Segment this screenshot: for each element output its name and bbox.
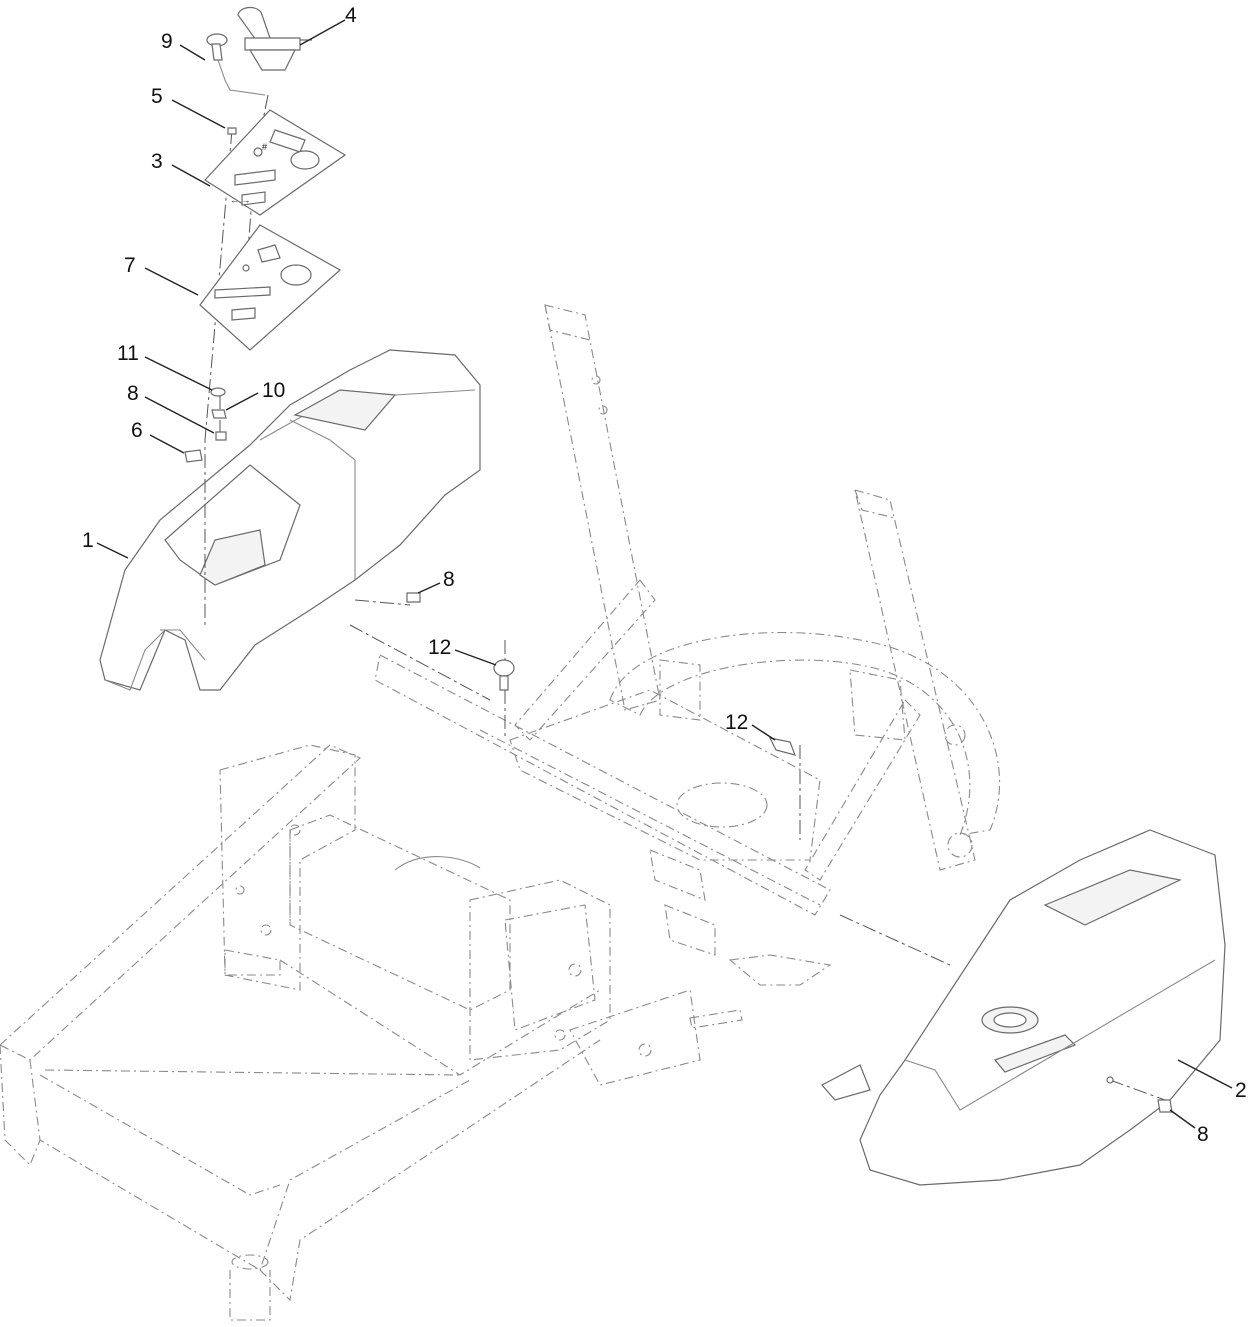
callout-label: 6: [131, 419, 143, 442]
callout-label: 8: [443, 568, 455, 591]
callout-label: 9: [161, 30, 173, 53]
leader-lines: [96, 19, 1233, 1129]
callout-label: 3: [151, 150, 163, 173]
callout-label: 7: [124, 254, 136, 277]
plate-arrows-text: ← →: [230, 195, 251, 205]
callout-label: 11: [117, 342, 139, 365]
right-console-pod: [821, 829, 1226, 1186]
callout-label: 8: [1197, 1123, 1209, 1146]
left-console-pod: [99, 349, 481, 691]
mower-frame: [0, 304, 1001, 1321]
plate-mark-text: #: [262, 142, 267, 152]
callout-label: 8: [127, 382, 139, 405]
callout-label: 12: [725, 711, 748, 734]
callout-label: 4: [345, 4, 357, 27]
callout-label: 1: [82, 529, 94, 552]
exploded-parts: [184, 6, 1173, 1113]
callout-labels: 9 4 5 3 7 11 10 8 6 1 8 12 12 2 8: [82, 4, 1247, 1146]
callout-label: 12: [428, 636, 451, 659]
callout-label: 2: [1235, 1079, 1247, 1102]
callout-label: 5: [151, 85, 163, 108]
callout-label: 10: [262, 379, 285, 402]
